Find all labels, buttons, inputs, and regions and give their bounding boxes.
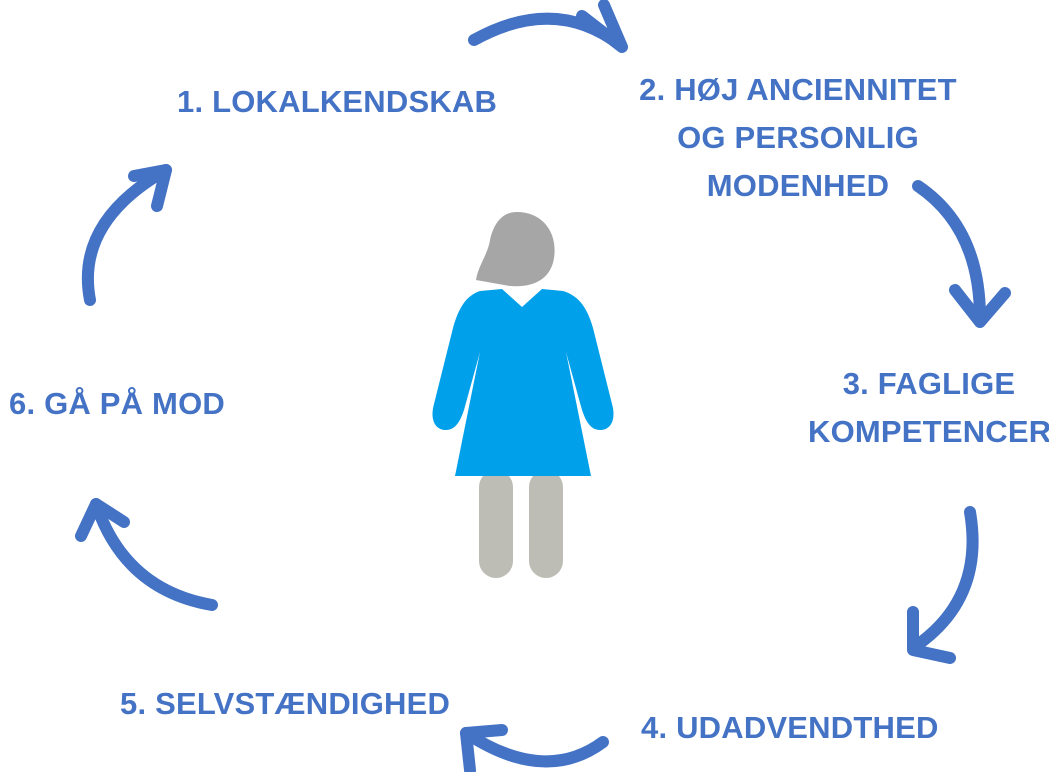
arrow-step2-to-step3-icon	[912, 180, 1011, 328]
step-3-label: 3. FAGLIGE KOMPETENCER	[808, 366, 1049, 449]
arrow-step3-to-step4-icon	[907, 506, 979, 664]
step-1-label: 1. LOKALKENDSKAB	[177, 84, 498, 119]
step-4-label: 4. UDADVENDTHED	[641, 710, 939, 745]
arrow-step4-to-step5-icon	[460, 724, 609, 772]
step-5-label: 5. SELVSTÆNDIGHED	[120, 686, 451, 721]
arrow-step6-to-step1-icon	[81, 164, 172, 306]
step-6-label: 6. GÅ PÅ MOD	[9, 386, 225, 421]
step-2-label: 2. HØJ ANCIENNITET OG PERSONLIG MODENHED	[639, 72, 957, 203]
arrow-step5-to-step6-icon	[75, 498, 218, 611]
arrow-step1-to-step2-icon	[468, 0, 628, 53]
